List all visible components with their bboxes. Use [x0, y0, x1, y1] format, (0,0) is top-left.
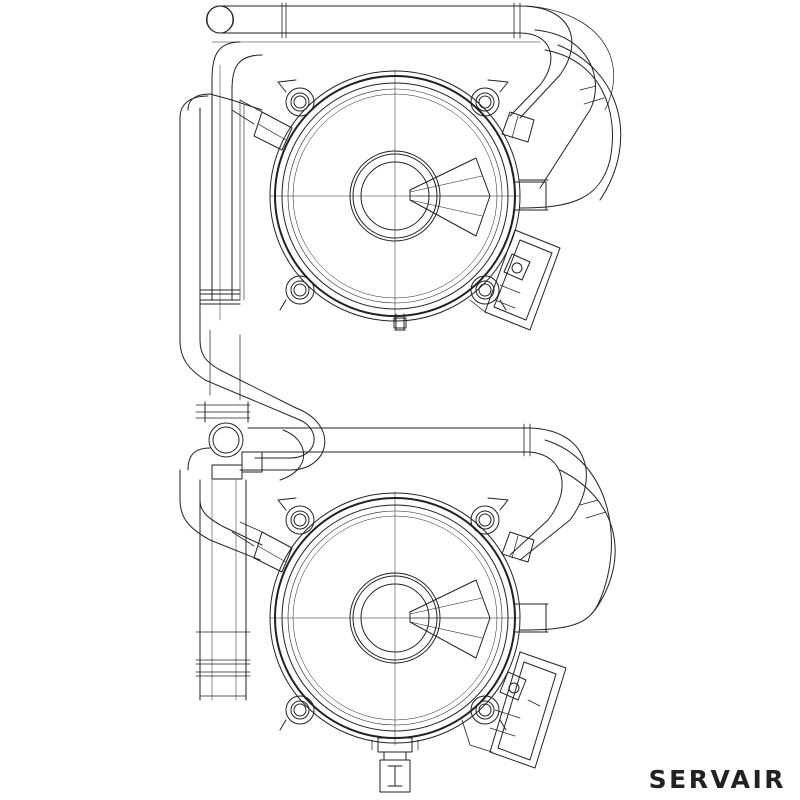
lower-mounting-bosses: [277, 497, 509, 731]
upper-outlet-port: [501, 111, 535, 143]
lower-left-pipe: [179, 447, 263, 701]
upper-connector-box: [469, 229, 561, 331]
junction-fitting: [204, 401, 263, 480]
upper-inlet-port: [231, 99, 293, 151]
lower-connector-box: [461, 651, 567, 769]
lower-inlet-port: [231, 521, 293, 573]
upper-mounting-bosses: [277, 79, 509, 311]
lower-drain-valve: [371, 737, 419, 793]
lower-outlet-port: [501, 531, 535, 563]
upper-unit: [231, 69, 561, 331]
brand-logo-text: SERVAIR: [648, 765, 786, 794]
lower-unit: [231, 491, 567, 793]
upper-pipe-assembly: [179, 2, 622, 633]
